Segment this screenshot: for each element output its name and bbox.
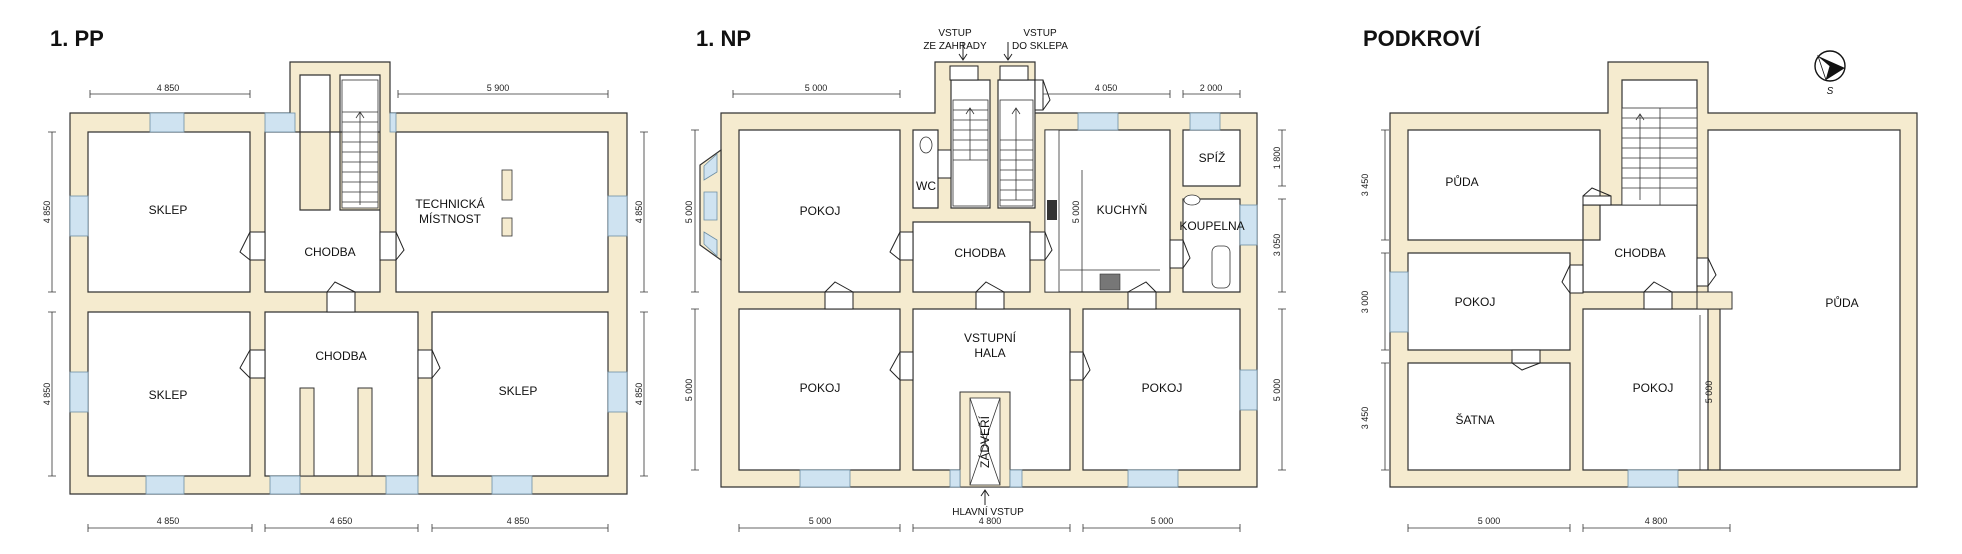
dimension-lines [48, 90, 648, 532]
dimension-label: 5 000 [1151, 516, 1174, 526]
dimension-label: 4 050 [1095, 83, 1118, 93]
room-label: SKLEP [499, 384, 538, 398]
room-label: HALA [974, 346, 1005, 360]
room-label: SKLEP [149, 203, 188, 217]
compass-label: S [1827, 86, 1834, 97]
dimension-label: 4 800 [1645, 516, 1668, 526]
dimension-label: 5 000 [684, 379, 694, 402]
plan-title: PODKROVÍ [1363, 26, 1481, 51]
room-label: CHODBA [315, 349, 366, 363]
entry-label: HLAVNÍ VSTUP [952, 505, 1024, 518]
room-label: KOUPELNA [1179, 219, 1244, 233]
room-label: POKOJ [800, 204, 841, 218]
dimension-label: 5 000 [1478, 516, 1501, 526]
dimension-label: 5 000 [809, 516, 832, 526]
room-label: SKLEP [149, 388, 188, 402]
room-label: TECHNICKÁ [415, 196, 484, 211]
dimension-label: 4 850 [634, 383, 644, 406]
dimension-label: 5 000 [1071, 201, 1081, 224]
plan-title: 1. PP [50, 26, 104, 51]
entry-arrow [1003, 42, 1013, 61]
room-label: POKOJ [800, 381, 841, 395]
room-label: WC [916, 179, 936, 193]
dimension-label: 5 000 [684, 201, 694, 224]
dimension-label: 2 000 [1200, 83, 1223, 93]
walls [720, 61, 1258, 488]
dimension-lines [691, 90, 1286, 532]
entry-label: DO SKLEPA [1012, 41, 1068, 52]
staircase [341, 79, 379, 209]
room-label: CHODBA [954, 246, 1005, 260]
dimension-label: 3 000 [1360, 291, 1370, 314]
dimension-label: 3 450 [1360, 174, 1370, 197]
dimension-label: 5 900 [487, 83, 510, 93]
dimension-label: 4 850 [157, 83, 180, 93]
plan-basement: 1. PP [42, 26, 648, 532]
dimension-label: 4 850 [42, 201, 52, 224]
entry-arrow [958, 42, 968, 61]
dimension-label: 3 050 [1272, 234, 1282, 257]
dimension-label: 4 850 [157, 516, 180, 526]
dimension-label: 4 850 [634, 201, 644, 224]
plan-ground-floor: 1. NP [684, 26, 1286, 532]
dimension-label: 5 000 [1272, 379, 1282, 402]
dimension-label: 5 000 [1704, 381, 1714, 404]
doors [239, 231, 441, 379]
doors [824, 65, 1191, 381]
room-label: MÍSTNOST [419, 211, 482, 226]
dimension-label: 4 650 [330, 516, 353, 526]
doors [1511, 187, 1717, 371]
room-label: POKOJ [1633, 381, 1674, 395]
room-label: PŮDA [1825, 295, 1858, 310]
entry-label: ZE ZAHRADY [923, 41, 987, 52]
room-label: KUCHYŇ [1097, 202, 1148, 217]
plan-title: 1. NP [696, 26, 751, 51]
entry-arrow [980, 489, 990, 505]
room-label: VSTUPNÍ [964, 330, 1017, 345]
staircase [952, 99, 1034, 207]
dimension-label: 4 850 [42, 383, 52, 406]
room-label: PŮDA [1445, 174, 1478, 189]
dimension-label: 3 450 [1360, 407, 1370, 430]
dimension-lines [1381, 129, 1731, 532]
room-label: ŠATNA [1455, 412, 1494, 427]
dimension-label: 5 000 [805, 83, 828, 93]
room-label: POKOJ [1455, 295, 1496, 309]
room-label: ZÁDVEŘÍ [977, 415, 992, 468]
entry-label: VSTUP [1023, 28, 1057, 39]
room-label: SPÍŽ [1199, 150, 1226, 165]
compass-icon [1814, 50, 1846, 82]
staircase [1621, 107, 1698, 206]
dimension-label: 1 800 [1272, 147, 1282, 170]
room-label: POKOJ [1142, 381, 1183, 395]
room-label: CHODBA [304, 245, 355, 259]
entry-label: VSTUP [938, 28, 972, 39]
dimension-label: 4 850 [507, 516, 530, 526]
room-label: CHODBA [1614, 246, 1665, 260]
plan-attic: PODKROVÍ S [1360, 26, 1918, 532]
dimension-label: 4 800 [979, 516, 1002, 526]
